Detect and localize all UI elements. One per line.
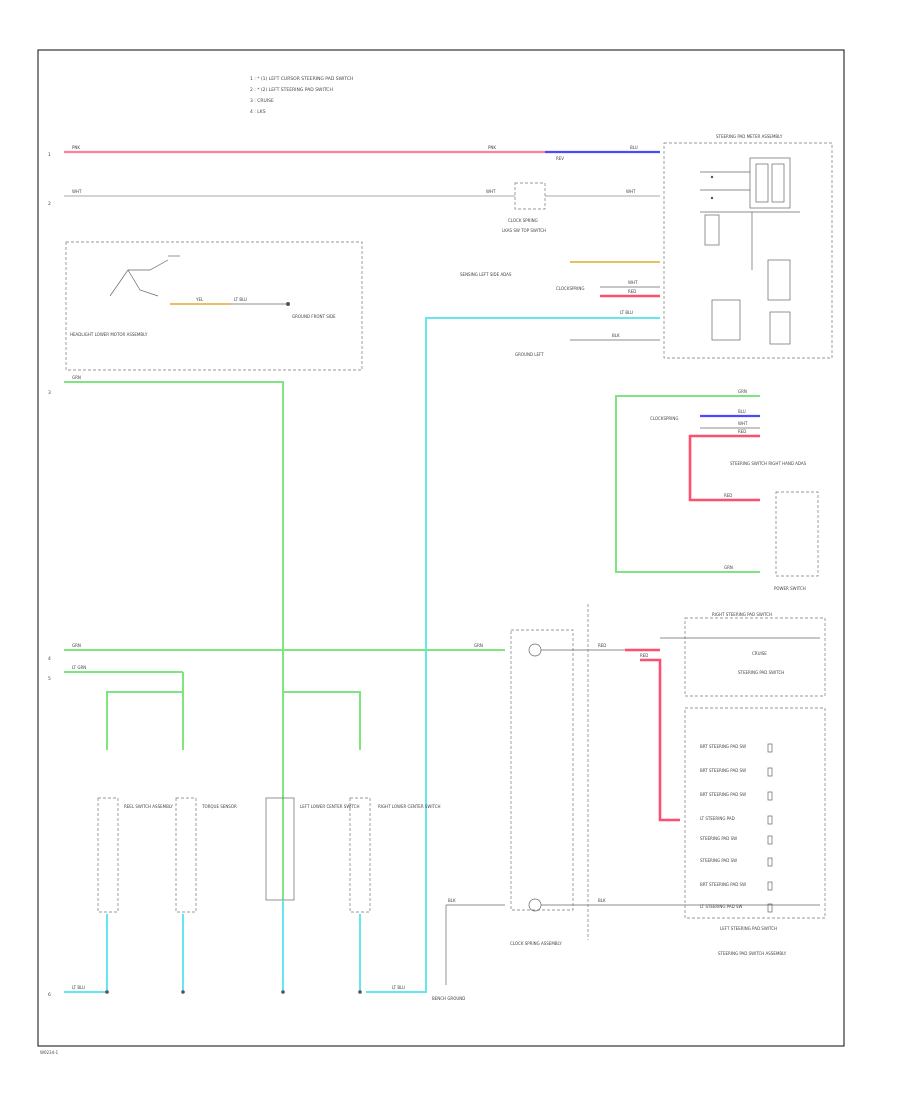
svg-text:LKAS SW TOP SWITCH: LKAS SW TOP SWITCH (502, 228, 546, 233)
cyan-drops: LT BLU (64, 900, 362, 994)
svg-text:BLU: BLU (738, 409, 746, 414)
svg-text:WHT: WHT (738, 421, 748, 426)
wire-green-4: GRN GRN (64, 643, 505, 651)
hall-starter-switch-assembly: CLOCK SPRING ASSEMBLY BLK (510, 604, 820, 946)
svg-text:LEFT STEERING PAD SWITCH: LEFT STEERING PAD SWITCH (720, 926, 777, 931)
right-steering-pad-switch: RIGHT STEERING PAD SWITCH CRUISE STEERIN… (660, 612, 826, 697)
footer-code: W0234-1 (40, 1050, 59, 1055)
svg-text:GRN: GRN (474, 643, 483, 648)
switch-rows: BRT STEERING PAD SW BRT STEERING PAD SW … (700, 743, 773, 913)
svg-text:RED: RED (640, 653, 648, 658)
svg-text:PNK: PNK (72, 145, 80, 150)
svg-text:GROUND LEFT: GROUND LEFT (515, 352, 544, 357)
svg-text:LEFT LOWER CENTER SWITCH: LEFT LOWER CENTER SWITCH (300, 804, 360, 809)
clock-spring-label: CLOCK SPRING (508, 218, 538, 223)
svg-text:CLOCKSPRING: CLOCKSPRING (650, 416, 678, 421)
svg-text:STEERING PAD SWITCH: STEERING PAD SWITCH (738, 670, 784, 675)
wire-cyan-long: LT BLU LT BLU (366, 310, 660, 993)
svg-text:GRN: GRN (72, 643, 81, 648)
svg-text:5: 5 (48, 676, 51, 682)
svg-text:RED: RED (738, 429, 746, 434)
row-markers: 1 2 3 4 5 6 (48, 152, 51, 998)
bench-ground: BLK BENCH GROUND (432, 898, 505, 1001)
wire-green-5: LT GRN (64, 665, 361, 750)
row-label: STEERING PAD SW (700, 858, 737, 863)
svg-text:BLK: BLK (598, 898, 606, 903)
svg-text:BLU: BLU (630, 145, 638, 150)
svg-text:LT BLU: LT BLU (620, 310, 633, 315)
svg-text:STEERING PAD SWITCH ASSEMBLY: STEERING PAD SWITCH ASSEMBLY (718, 951, 787, 956)
svg-text:2: 2 (48, 201, 51, 207)
svg-text:WHT: WHT (628, 280, 638, 285)
row-label: BRT STEERING PAD SW (700, 792, 746, 797)
svg-text:1: 1 (48, 152, 51, 158)
svg-text:CRUISE: CRUISE (752, 651, 767, 656)
steering-switch-right: GRN BLU WHT RED RED GRN CLOCKSPRING STEE… (615, 389, 819, 591)
svg-text:GRN: GRN (738, 389, 747, 394)
row-label: BRT STEERING PAD SW (700, 744, 746, 749)
svg-text:WHT: WHT (626, 189, 636, 194)
wire-gray-2: WHT WHT WHT CLOCK SPRING LKAS SW TOP SWI… (64, 182, 660, 233)
svg-text:CLOCKSPRING: CLOCKSPRING (556, 286, 584, 291)
svg-text:GROUND FRONT SIDE: GROUND FRONT SIDE (292, 314, 336, 319)
svg-text:HEADLIGHT LOWER MOTOR ASSEMBLY: HEADLIGHT LOWER MOTOR ASSEMBLY (70, 332, 148, 337)
row-label: STEERING PAD SW (700, 836, 737, 841)
svg-text:BLK: BLK (612, 333, 620, 338)
legend-item-1: 1 : * (1) LEFT CURSOR STEERING PAD SWITC… (250, 76, 353, 82)
svg-text:CLOCK SPRING ASSEMBLY: CLOCK SPRING ASSEMBLY (510, 941, 562, 946)
svg-text:STEERING PAD METER ASSEMBLY: STEERING PAD METER ASSEMBLY (716, 134, 783, 139)
row-label: LT STEERING PAD (700, 816, 735, 821)
svg-text:LT BLU: LT BLU (392, 985, 405, 990)
svg-text:SENSING LEFT SIDE ADAS: SENSING LEFT SIDE ADAS (460, 272, 512, 277)
row-label: BRT STEERING PAD SW (700, 882, 746, 887)
svg-text:LT BLU: LT BLU (72, 985, 85, 990)
wire-red-right: RED RED (598, 643, 680, 822)
svg-text:RED: RED (598, 643, 606, 648)
svg-text:RED: RED (628, 289, 636, 294)
svg-text:GRN: GRN (724, 565, 733, 570)
svg-text:WHT: WHT (72, 189, 82, 194)
steering-pad-meter-assembly: STEERING PAD METER ASSEMBLY (663, 134, 833, 359)
wire-pink-top: PNK PNK BLU REV (64, 145, 660, 161)
wire-green-3: GRN (64, 375, 284, 992)
diagram-frame (37, 49, 845, 1047)
svg-text:BENCH GROUND: BENCH GROUND (432, 996, 465, 1001)
svg-text:REV: REV (556, 156, 564, 161)
svg-text:LT GRN: LT GRN (72, 665, 86, 670)
svg-text:YEL: YEL (195, 297, 204, 302)
legend: 1 : * (1) LEFT CURSOR STEERING PAD SWITC… (250, 76, 353, 115)
headlight-lower-motor-assembly: HEADLIGHT LOWER MOTOR ASSEMBLY YEL LT BL… (65, 241, 363, 371)
svg-text:4: 4 (48, 656, 51, 662)
row-label: BRT STEERING PAD SW (700, 768, 746, 773)
legend-item-2: 2 : * (2) LEFT STEERING PAD SWITCH (250, 87, 333, 93)
svg-text:GRN: GRN (72, 375, 81, 380)
left-steering-pad-switch: LEFT STEERING PAD SWITCH STEERING PAD SW… (684, 707, 826, 956)
svg-text:RIGHT STEERING PAD SWITCH: RIGHT STEERING PAD SWITCH (712, 612, 772, 617)
svg-text:TORQUE SENSOR: TORQUE SENSOR (201, 804, 237, 809)
svg-text:3: 3 (48, 390, 51, 396)
clock-spring-box (514, 182, 546, 210)
svg-text:WHT: WHT (486, 189, 496, 194)
svg-text:REEL SWITCH ASSEMBLY: REEL SWITCH ASSEMBLY (124, 804, 174, 809)
svg-text:6: 6 (48, 992, 51, 998)
row-label: LT STEERING PAD SW (700, 904, 743, 909)
mid-right-wires: SENSING LEFT SIDE ADAS CLOCKSPRING WHT R… (460, 261, 660, 357)
legend-item-4: 4 : LKS (250, 109, 266, 115)
svg-text:RED: RED (724, 493, 732, 498)
legend-item-3: 3 : CRUISE (250, 98, 274, 104)
svg-text:LT BLU: LT BLU (234, 297, 247, 302)
svg-text:POWER SWITCH: POWER SWITCH (774, 586, 806, 591)
svg-text:RIGHT LOWER CENTER SWITCH: RIGHT LOWER CENTER SWITCH (378, 804, 441, 809)
svg-text:STEERING SWITCH RIGHT HAND ADA: STEERING SWITCH RIGHT HAND ADAS (730, 461, 807, 466)
lower-components: REEL SWITCH ASSEMBLY TORQUE SENSOR LEFT … (97, 797, 441, 913)
svg-text:PNK: PNK (488, 145, 496, 150)
svg-text:BLK: BLK (448, 898, 456, 903)
